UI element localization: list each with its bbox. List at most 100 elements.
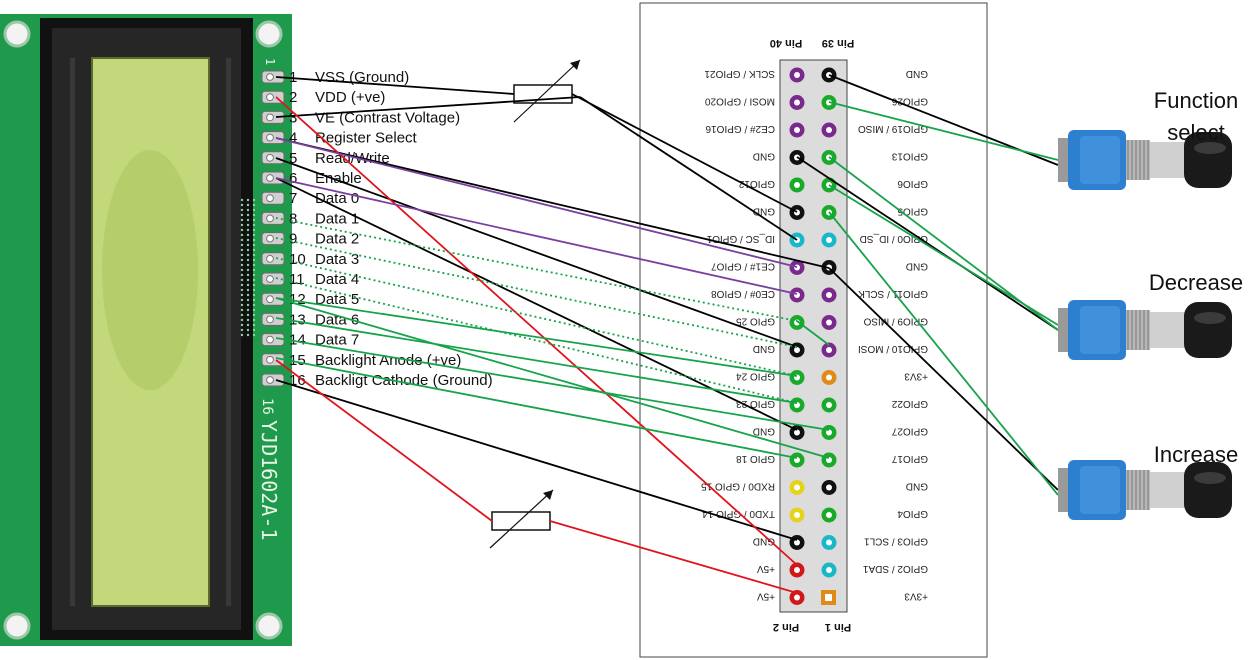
- gpio-pin-hole: [794, 429, 800, 436]
- pcb-dot: [240, 203, 244, 207]
- gpio-label-even: GND: [753, 151, 775, 162]
- pcb-dot: [252, 333, 256, 337]
- pcb-dot: [252, 243, 256, 247]
- pin-40-title: Pin 40: [770, 37, 802, 49]
- pcb-dot: [252, 293, 256, 297]
- gpio-label-odd: GPIO13: [891, 151, 928, 162]
- pcb-dot: [252, 263, 256, 267]
- wire-inc-gpio5: [828, 211, 1059, 496]
- pcb-dot: [246, 203, 250, 207]
- gpio-label-odd: GPIO0 / ID_SD: [860, 233, 928, 244]
- pcb-dot: [240, 263, 244, 267]
- gpio-label-odd: GPIO4: [897, 508, 928, 519]
- pcb-dot: [240, 313, 244, 317]
- button-threads: [1126, 140, 1150, 180]
- pcb-dot: [246, 313, 250, 317]
- lcd-pin-name: Data 5: [315, 291, 359, 308]
- gpio-label-even: GND: [753, 343, 775, 354]
- gpio-pin-hole: [826, 292, 832, 298]
- gpio-label-odd: +3V3: [904, 371, 928, 382]
- pcb-dot: [252, 288, 256, 292]
- gpio-label-even: GND: [753, 536, 775, 547]
- pcb-dot: [252, 203, 256, 207]
- pcb-dot: [246, 333, 250, 337]
- wire-rs-gpio7: [275, 137, 798, 268]
- gpio-pin-hole: [826, 127, 832, 133]
- wire-vdd-5v: [275, 96, 798, 566]
- pin-16-silkscreen: 16: [259, 398, 275, 415]
- gpio-label-odd: GPIO10 / MOSI: [858, 343, 928, 354]
- gpio-pin-hole: [794, 264, 800, 271]
- lcd-pin-name: Data 2: [315, 231, 359, 248]
- pcb-dot: [240, 333, 244, 337]
- pcb-dot: [240, 243, 244, 247]
- pcb-dot: [252, 253, 256, 257]
- pcb-dot: [252, 318, 256, 322]
- lcd-pin-number: 3: [289, 109, 297, 126]
- bezel-groove: [226, 58, 231, 606]
- gpio-pin-hole: [826, 319, 832, 326]
- pcb-dot: [246, 318, 250, 322]
- gpio-label-even: CE2# / GPIO16: [705, 123, 775, 134]
- gpio-pin-hole: [826, 237, 832, 243]
- pcb-dot: [240, 298, 244, 302]
- pcb-dot: [252, 283, 256, 287]
- cap-highlight: [1194, 312, 1226, 324]
- pcb-dot: [240, 213, 244, 217]
- wire-rs-gnd: [275, 137, 830, 269]
- lcd-pin-number: 13: [289, 311, 306, 328]
- screen-frame: [91, 57, 210, 607]
- pcb-dot: [252, 213, 256, 217]
- button-cap: [1184, 302, 1232, 358]
- wire-vss-to-pot: [275, 76, 515, 95]
- gpio-label-even: GND: [753, 206, 775, 217]
- wires: [275, 74, 1059, 594]
- pcb-dot: [252, 268, 256, 272]
- lcd-pin-number: 2: [289, 89, 297, 106]
- pcb-dot: [246, 273, 250, 277]
- gpio-label-odd: GPIO27: [891, 426, 928, 437]
- lcd-pin-name: Data 3: [315, 251, 359, 268]
- lcd-pin-number: 5: [289, 150, 297, 167]
- gpio-pin-hole: [794, 512, 800, 518]
- lcd-pin-hole: [266, 133, 274, 142]
- wire-rw-gnd: [275, 157, 798, 348]
- lcd-pin-hole: [266, 295, 274, 304]
- pcb-dot: [240, 283, 244, 287]
- pcb-dot: [252, 208, 256, 212]
- pcb-dot: [246, 258, 250, 262]
- wire-anode-pot: [275, 359, 493, 522]
- gpio-label-odd: GPIO19 / MISO: [858, 123, 928, 134]
- button-cap: [1184, 462, 1232, 518]
- pcb-dot: [240, 293, 244, 297]
- pcb-dot: [252, 198, 256, 202]
- pin-39-title: Pin 39: [822, 37, 854, 49]
- variable-arrow: [513, 59, 581, 123]
- wire-d3-dotted: [275, 257, 798, 377]
- pcb-dot: [240, 248, 244, 252]
- pcb-dot: [246, 248, 250, 252]
- lcd-pin-number: 10: [289, 251, 306, 268]
- pcb-dot: [240, 218, 244, 222]
- lcd-pin-number: 6: [289, 170, 297, 187]
- lcd-pin-number: 4: [289, 130, 297, 147]
- button-label: Increase: [1154, 442, 1238, 467]
- wire-fn-gpio26: [828, 101, 1059, 161]
- lcd-pin-name: Backligt Cathode (Ground): [315, 372, 493, 389]
- pcb-dot: [246, 268, 250, 272]
- wire-d1-dotted: [275, 217, 798, 322]
- gpio-pin-hole: [826, 512, 832, 518]
- wire-d4b: [275, 297, 830, 459]
- wire-d4: [275, 297, 798, 377]
- gpio-pin-hole: [826, 429, 832, 436]
- gpio-label-even: SCLK / GPIO21: [704, 68, 775, 79]
- gpio-pin-hole: [794, 567, 800, 573]
- gpio-label-even: ID_SC / GPIO1: [706, 233, 775, 244]
- lcd-pin-name: Data 7: [315, 332, 359, 349]
- gpio-pin-hole: [794, 594, 800, 601]
- gpio-pin-hole: [826, 567, 832, 573]
- pcb-dot: [252, 328, 256, 332]
- pcb-dot: [246, 223, 250, 227]
- gpio-label-even: +5V: [757, 591, 775, 602]
